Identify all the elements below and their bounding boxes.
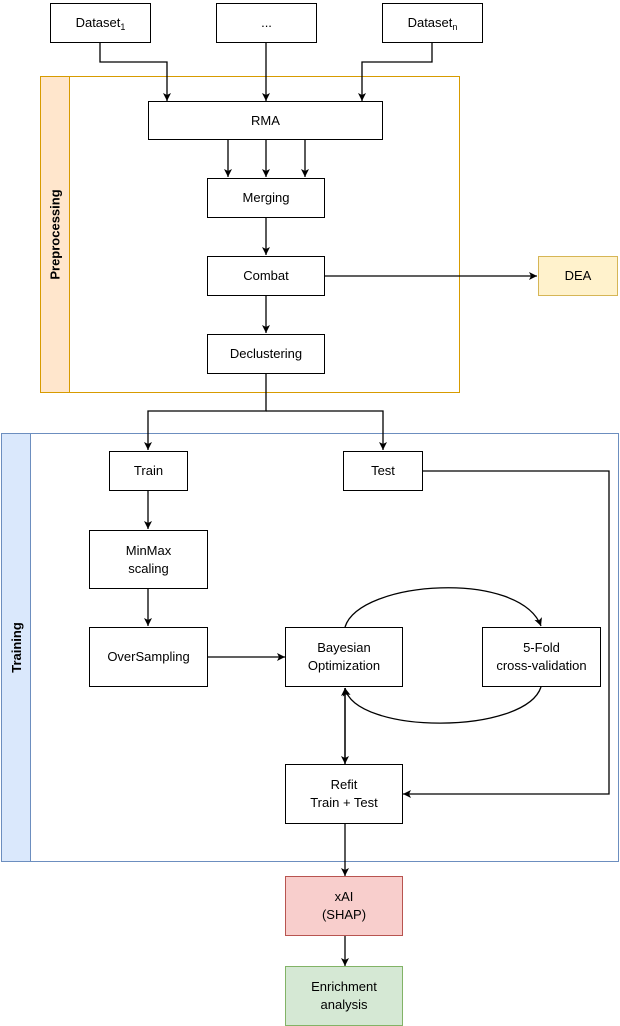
edge-datasetn-rma bbox=[358, 42, 433, 101]
xai-label: xAI (SHAP) bbox=[321, 889, 367, 922]
merging-label: Merging bbox=[242, 190, 290, 205]
minmax-label: MinMax scaling bbox=[125, 542, 172, 576]
dataset-1-label: Dataset bbox=[75, 15, 121, 30]
declustering-label: Declustering bbox=[229, 346, 303, 361]
combat-label: Combat bbox=[243, 268, 289, 283]
dea-node: DEA bbox=[538, 256, 618, 296]
dataset-n-label: Dataset bbox=[407, 15, 453, 30]
bayesian-node: Bayesian Optimization bbox=[285, 627, 403, 687]
refit-node: Refit Train + Test bbox=[285, 764, 403, 824]
rma-node: RMA bbox=[148, 101, 383, 140]
train-label: Train bbox=[133, 463, 164, 478]
dataset-n-subscript: n bbox=[452, 22, 458, 32]
oversampling-label: OverSampling bbox=[107, 649, 190, 664]
edge-cv-bayesian bbox=[342, 686, 542, 724]
dea-label: DEA bbox=[564, 268, 592, 283]
enrichment-node: Enrichment analysis bbox=[285, 966, 403, 1026]
dataset-1-subscript: 1 bbox=[120, 22, 126, 32]
declustering-node: Declustering bbox=[207, 334, 325, 374]
test-node: Test bbox=[343, 451, 423, 491]
dataset-n-node: Datasetn bbox=[382, 3, 483, 43]
bayesian-label: Bayesian Optimization bbox=[307, 640, 381, 673]
dataset-ellipsis-node: ... bbox=[216, 3, 317, 43]
preprocessing-band: Preprocessing bbox=[40, 76, 70, 393]
minmax-node: MinMax scaling bbox=[89, 530, 208, 589]
merging-node: Merging bbox=[207, 178, 325, 218]
training-band: Training bbox=[1, 433, 31, 862]
rma-label: RMA bbox=[251, 112, 280, 128]
dataset-ellipsis-label: ... bbox=[261, 15, 272, 30]
dataset-1-node: Dataset1 bbox=[50, 3, 151, 43]
train-node: Train bbox=[109, 451, 188, 491]
enrichment-label: Enrichment analysis bbox=[311, 979, 377, 1012]
cv-label: 5-Fold cross-validation bbox=[496, 640, 587, 673]
edge-test-refit bbox=[403, 470, 610, 798]
edge-declustering-test bbox=[266, 410, 387, 450]
combat-node: Combat bbox=[207, 256, 325, 296]
edge-declustering-split bbox=[144, 374, 267, 450]
refit-label: Refit Train + Test bbox=[310, 777, 378, 810]
edge-dataset1-rma bbox=[99, 42, 171, 101]
test-label: Test bbox=[371, 463, 395, 478]
xai-node: xAI (SHAP) bbox=[285, 876, 403, 936]
edge-bayesian-cv bbox=[344, 587, 542, 628]
cv-node: 5-Fold cross-validation bbox=[482, 627, 601, 687]
oversampling-node: OverSampling bbox=[89, 627, 208, 687]
